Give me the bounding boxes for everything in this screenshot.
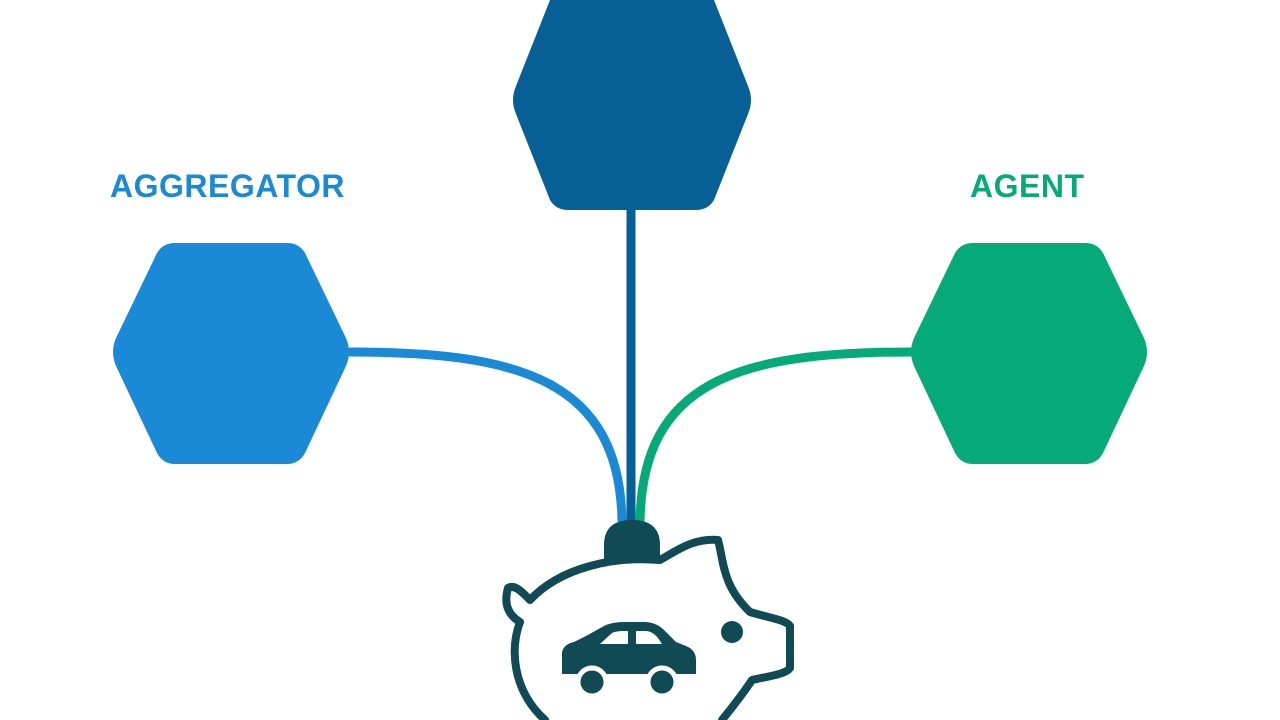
piggy-bank-icon xyxy=(502,520,794,720)
coin-icon xyxy=(604,520,660,562)
hexagon-icon xyxy=(513,0,751,210)
connector-right xyxy=(635,347,917,527)
car-window xyxy=(600,631,628,644)
hexagon-icon xyxy=(113,243,349,464)
car-icon xyxy=(562,622,696,699)
hexagon-icon xyxy=(911,243,1147,464)
car-wheel xyxy=(575,665,609,699)
piggy-body xyxy=(502,535,794,720)
car-window xyxy=(636,631,662,644)
piggy-eye xyxy=(721,621,743,643)
car-wheel xyxy=(645,665,679,699)
connector-left xyxy=(345,347,627,527)
agent-label: AGENT xyxy=(970,168,1085,204)
car-body xyxy=(562,622,696,674)
aggregator-label: AGGREGATOR xyxy=(110,168,345,204)
